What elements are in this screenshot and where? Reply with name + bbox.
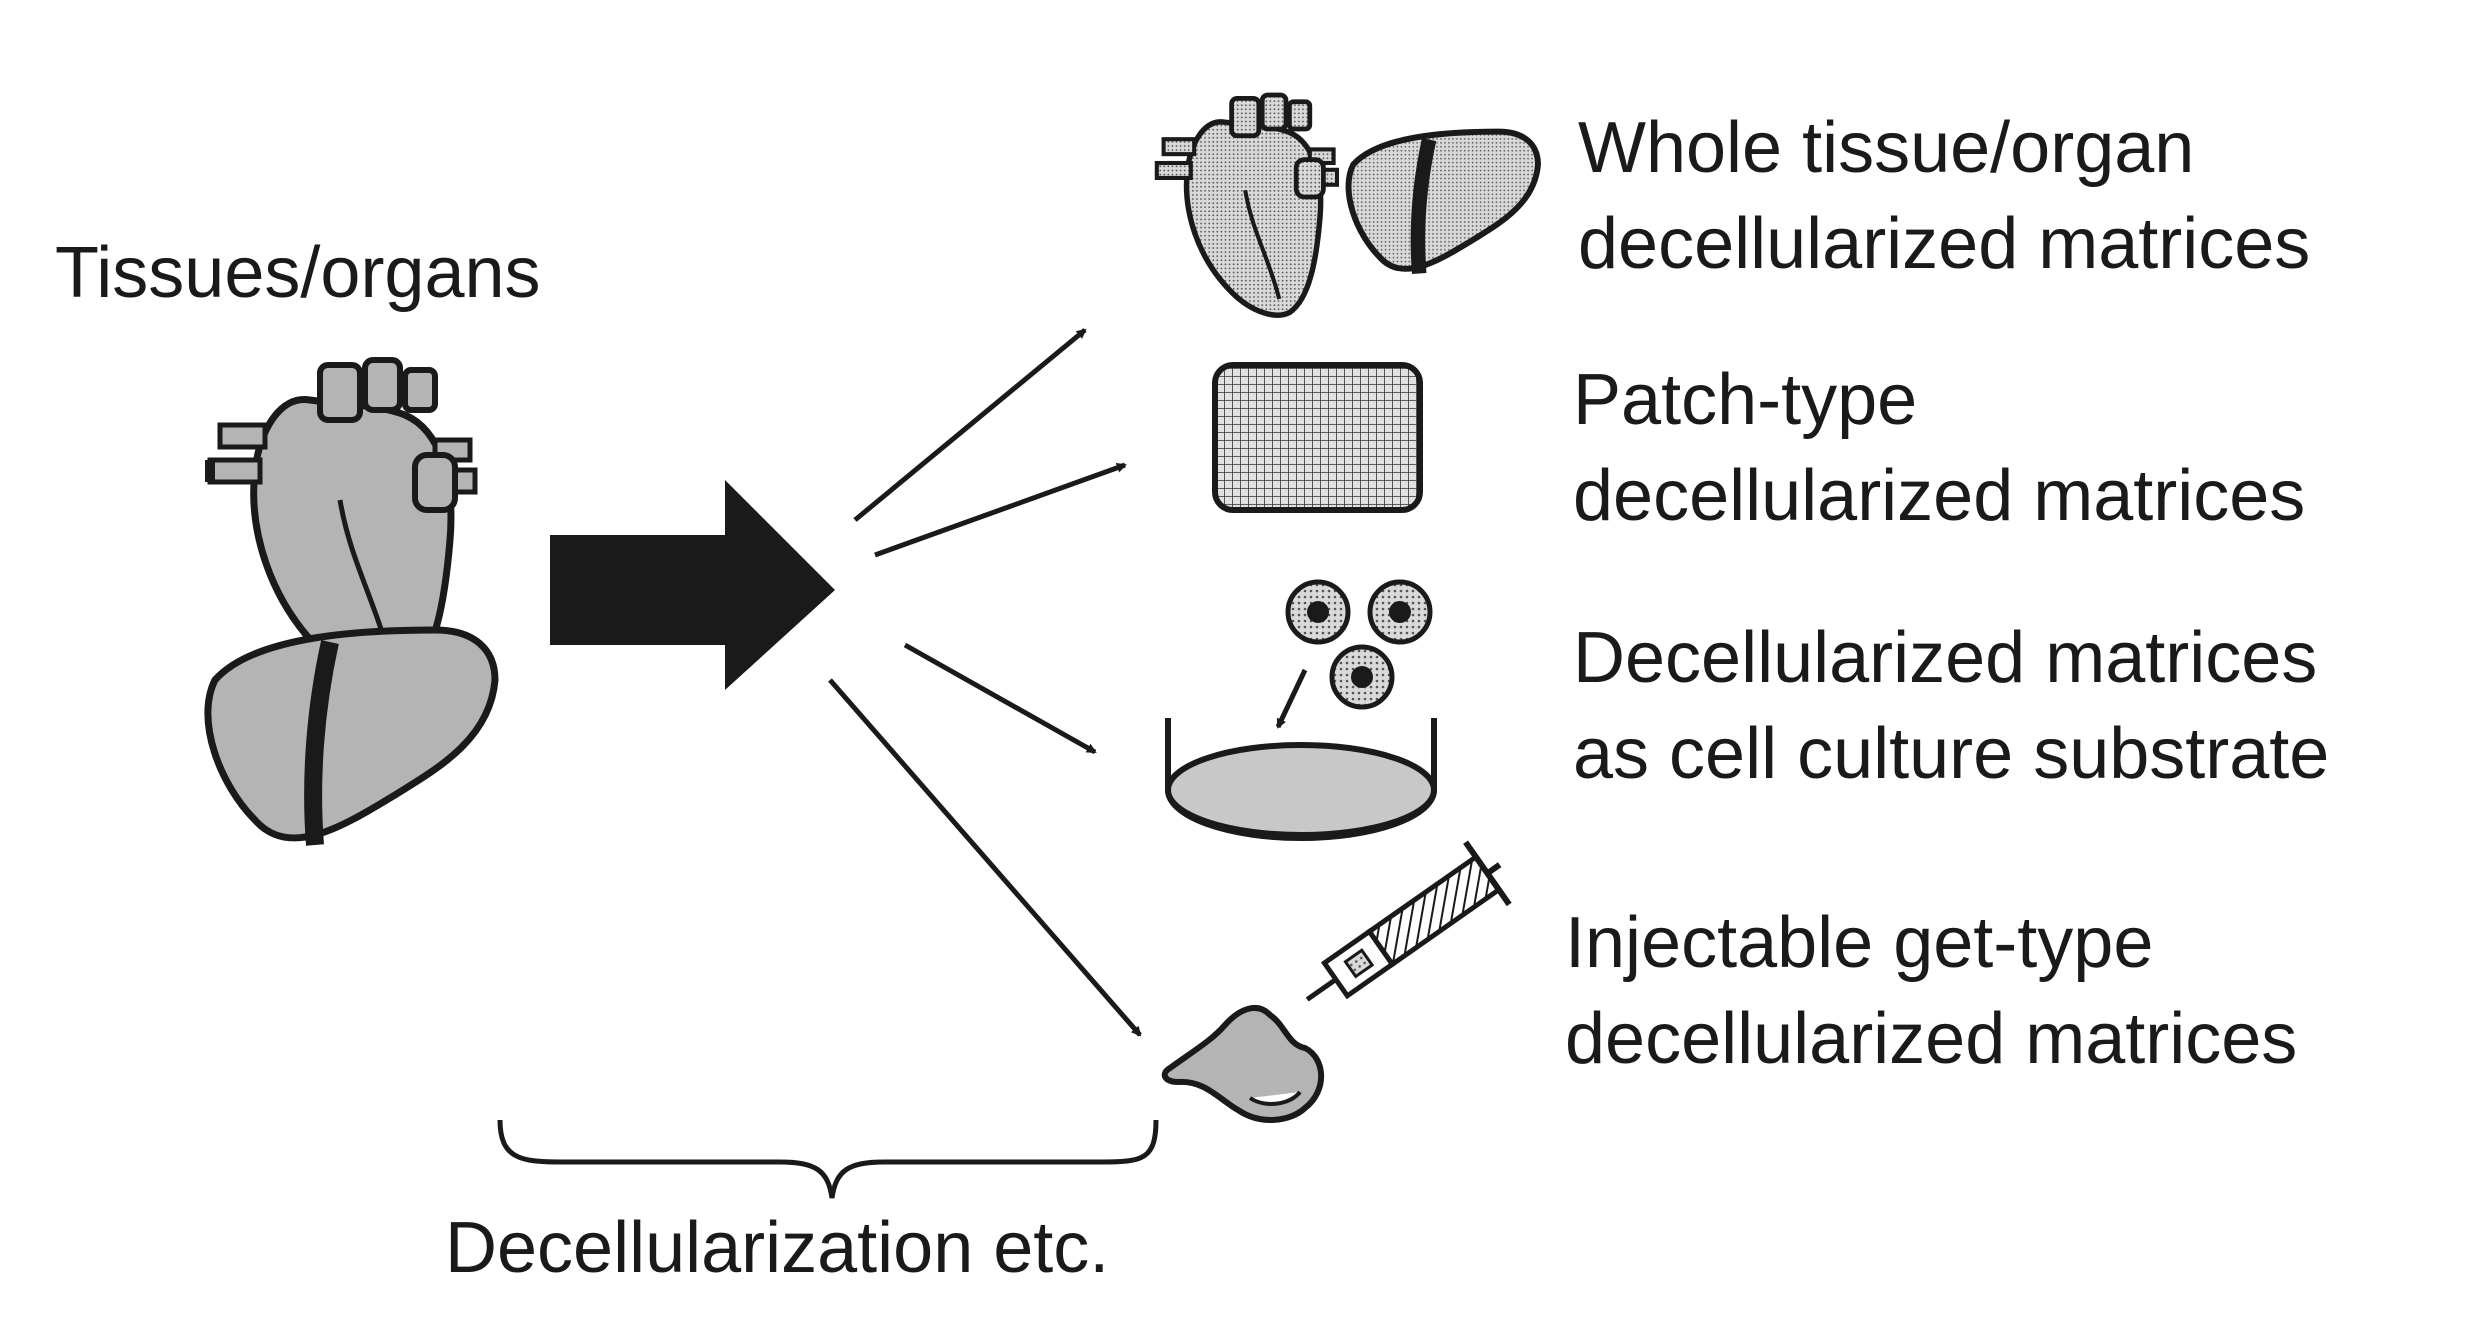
gel-icon bbox=[1161, 1004, 1325, 1123]
output-label-line1: Decellularized matrices bbox=[1573, 618, 2318, 698]
branch-arrow-4 bbox=[828, 678, 1142, 1037]
output-label-line2: as cell culture substrate bbox=[1573, 714, 2330, 794]
source-label: Tissues/organs bbox=[55, 225, 541, 321]
output-label-culture-substrate: Decellularized matrices as cell culture … bbox=[1573, 610, 2329, 802]
liver-icon bbox=[1345, 128, 1541, 275]
heart-icon bbox=[205, 357, 478, 688]
output-label-line1: Injectable get-type bbox=[1565, 903, 2154, 983]
cell-icon bbox=[1329, 644, 1395, 710]
process-label: Decellularization etc. bbox=[445, 1200, 1109, 1296]
output-label-line2: decellularized matrices bbox=[1578, 204, 2311, 284]
process-brace bbox=[497, 1119, 1159, 1199]
output-label-whole-organ: Whole tissue/organ decellularized matric… bbox=[1578, 100, 2310, 292]
cell-icon bbox=[1367, 579, 1433, 645]
branch-arrow-1 bbox=[853, 328, 1087, 522]
branch-arrows bbox=[828, 328, 1142, 1037]
cell-icon bbox=[1285, 579, 1351, 645]
patch-icon bbox=[1212, 362, 1423, 513]
source-label-text: Tissues/organs bbox=[55, 233, 541, 313]
output-label-line1: Whole tissue/organ bbox=[1578, 108, 2195, 188]
output-label-line2: decellularized matrices bbox=[1565, 999, 2298, 1079]
seeding-arrow bbox=[1275, 668, 1308, 729]
branch-arrow-3 bbox=[903, 642, 1097, 755]
process-arrow bbox=[550, 480, 835, 690]
heart-icon bbox=[1154, 92, 1340, 318]
process-label-text: Decellularization etc. bbox=[445, 1208, 1110, 1288]
branch-arrow-2 bbox=[874, 462, 1127, 558]
output-label-line1: Patch-type bbox=[1573, 360, 1918, 440]
output-label-patch: Patch-type decellularized matrices bbox=[1573, 352, 2305, 544]
output-label-line2: decellularized matrices bbox=[1573, 456, 2306, 536]
output-label-injectable-gel: Injectable get-type decellularized matri… bbox=[1565, 895, 2297, 1087]
culture-dish-icon bbox=[1165, 718, 1437, 841]
syringe-icon bbox=[1305, 840, 1512, 1002]
liver-icon bbox=[204, 626, 499, 846]
